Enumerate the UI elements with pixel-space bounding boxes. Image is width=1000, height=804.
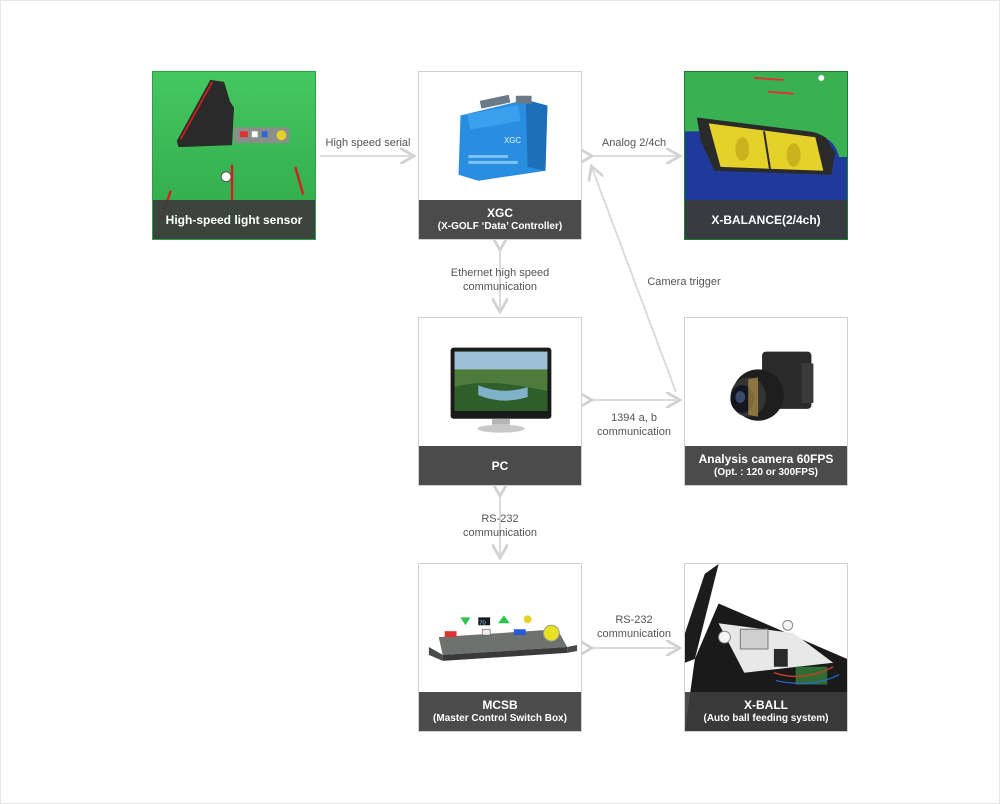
xgc-subtitle: (X-GOLF ‘Data’ Controller)	[437, 221, 563, 232]
rs232-pc-label-line1: RS-232	[481, 513, 519, 525]
trigger-label: Camera trigger	[647, 276, 721, 288]
card-light-sensor: High-speed light sensor	[152, 71, 316, 240]
rs232-ball-label: RS-232 communication	[588, 613, 680, 641]
ieee-label-line2: communication	[597, 426, 671, 438]
rs232-pc-label-line2: communication	[463, 527, 537, 539]
ethernet-label-line2: communication	[463, 281, 537, 293]
light-sensor-title: High-speed light sensor	[165, 212, 303, 227]
rs232-pc-label: RS-232 communication	[440, 512, 560, 540]
rs232-ball-label-line2: communication	[597, 628, 671, 640]
ethernet-label-line1: Ethernet high speed	[450, 267, 550, 279]
xgc-title: XGC	[486, 206, 513, 220]
card-pc: PC	[418, 317, 582, 486]
xgc-logo-text: XGC	[504, 136, 521, 145]
card-camera: Analysis camera 60FPS (Opt. : 120 or 300…	[684, 317, 848, 486]
card-xgc: XGC XGC (X-GOLF ‘Data’ Controller)	[418, 71, 582, 240]
mcsb-title: MCSB	[482, 698, 518, 712]
camera-title: Analysis camera 60FPS	[698, 452, 834, 466]
mcsb-subtitle: (Master Control Switch Box)	[433, 713, 567, 724]
serial-label: High speed serial	[325, 137, 411, 149]
pc-label: PC	[419, 446, 581, 485]
card-xbalance: X-BALANCE(2/4ch)	[684, 71, 848, 240]
xball-subtitle: (Auto ball feeding system)	[703, 713, 829, 724]
ieee-label-line1: 1394 a, b	[611, 412, 657, 424]
card-xball: X-BALL (Auto ball feeding system)	[684, 563, 848, 732]
mcsb-label: MCSB (Master Control Switch Box)	[419, 692, 581, 731]
xgc-label: XGC (X-GOLF ‘Data’ Controller)	[419, 200, 581, 239]
xbalance-title: X-BALANCE(2/4ch)	[711, 212, 821, 227]
xball-label: X-BALL (Auto ball feeding system)	[685, 692, 847, 731]
trigger-arrow	[592, 168, 677, 393]
camera-subtitle: (Opt. : 120 or 300FPS)	[714, 467, 818, 478]
mcsb-display-text: 70	[479, 620, 486, 626]
ethernet-label: Ethernet high speed communication	[430, 266, 570, 294]
pc-title: PC	[491, 458, 509, 473]
analog-label: Analog 2/4ch	[601, 137, 667, 149]
xbalance-label: X-BALANCE(2/4ch)	[685, 200, 847, 239]
rs232-ball-label-line1: RS-232	[615, 614, 653, 626]
ieee-label: 1394 a, b communication	[588, 411, 680, 439]
xball-title: X-BALL	[744, 698, 788, 712]
camera-label: Analysis camera 60FPS (Opt. : 120 or 300…	[685, 446, 847, 485]
light-sensor-label: High-speed light sensor	[153, 200, 315, 239]
card-mcsb: 70 MCSB (Master Control Switch Box)	[418, 563, 582, 732]
